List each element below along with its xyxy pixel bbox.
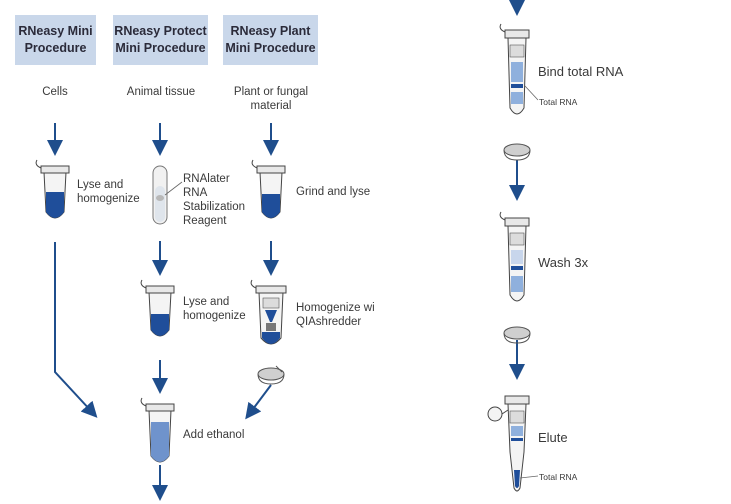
label-rnalater: RNAlater RNA Stabilization Reagent <box>183 173 246 227</box>
tube-wash-column <box>499 211 530 302</box>
label-add-ethanol: Add ethanol <box>183 429 245 441</box>
tube-grind <box>251 159 286 219</box>
tube-lyse-protect <box>140 279 175 337</box>
header-rneasy-mini-label: RNeasy Mini Procedure <box>18 24 93 55</box>
centrifuge-icon-plant <box>257 365 285 385</box>
label-elute: Elute <box>538 430 568 445</box>
arrow-plant-to-ethanol <box>245 384 272 420</box>
label-homogenize-qiashredder: Homogenize wi QIAshredder <box>296 302 375 328</box>
tube-rnalater <box>152 165 183 225</box>
label-wash: Wash 3x <box>538 255 589 270</box>
header-rneasy-plant: RNeasy Plant Mini Procedure <box>223 15 318 65</box>
label-total-rna-2: Total RNA <box>539 472 578 482</box>
centrifuge-icon-right-1 <box>503 143 531 161</box>
centrifuge-icon-right-2 <box>503 326 531 344</box>
label-lyse-homogenize-2: Lyse and homogenize <box>183 296 246 322</box>
label-lyse-homogenize-1: Lyse and homogenize <box>77 179 140 205</box>
header-rneasy-protect-label: RNeasy Protect Mini Procedure <box>114 24 207 55</box>
arrow-cells-to-ethanol <box>54 242 98 418</box>
tube-cells <box>35 159 70 219</box>
tube-bind-column <box>499 23 539 115</box>
source-cells: Cells <box>42 86 68 98</box>
tube-qiashredder <box>250 279 287 345</box>
label-grind-lyse: Grind and lyse <box>296 186 371 198</box>
source-animal-tissue: Animal tissue <box>126 86 196 98</box>
tube-add-ethanol <box>140 397 175 463</box>
tube-elute-column <box>487 395 539 492</box>
header-rneasy-mini: RNeasy Mini Procedure <box>15 15 96 65</box>
label-bind-total-rna: Bind total RNA <box>538 64 624 79</box>
label-total-rna-1: Total RNA <box>539 97 578 107</box>
header-rneasy-protect: RNeasy Protect Mini Procedure <box>113 15 208 65</box>
source-plant-material: Plant or fungal material <box>233 86 309 112</box>
header-rneasy-plant-label: RNeasy Plant Mini Procedure <box>225 24 316 55</box>
